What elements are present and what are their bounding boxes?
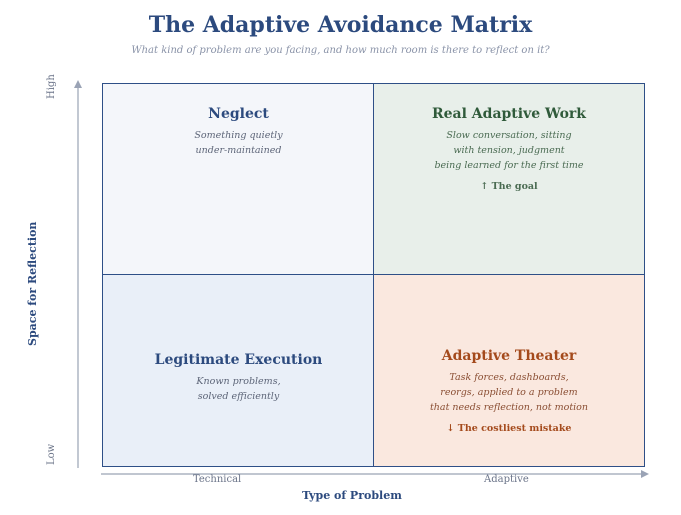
description-line: under-maintained xyxy=(195,145,282,156)
quadrant-neglect: Neglect Something quietly under-maintain… xyxy=(102,83,375,276)
goal-note: ↑ The goal xyxy=(480,181,538,192)
quadrant-description: Something quietly under-maintained xyxy=(194,128,282,158)
x-axis-adaptive-label: Adaptive xyxy=(484,474,529,485)
y-axis-arrow xyxy=(74,80,82,468)
description-line: being learned for the first time xyxy=(434,160,584,171)
warning-note: ↓ The costliest mistake xyxy=(446,423,572,434)
quadrant-adaptive-theater: Adaptive Theater Task forces, dashboards… xyxy=(373,274,645,467)
quadrant-legitimate-execution: Legitimate Execution Known problems, sol… xyxy=(102,274,375,467)
x-axis-title: Type of Problem xyxy=(302,489,402,502)
description-line: that needs reflection, not motion xyxy=(429,402,589,413)
description-line: Task forces, dashboards, xyxy=(449,372,569,383)
quadrant-description: Known problems, solved efficiently xyxy=(196,374,280,404)
description-line: Something quietly xyxy=(194,130,283,141)
y-axis-low-label: Low xyxy=(46,443,57,465)
description-line: solved efficiently xyxy=(197,391,280,402)
quadrant-real-adaptive-work: Real Adaptive Work Slow conversation, si… xyxy=(373,83,645,276)
quadrant-title: Legitimate Execution xyxy=(154,352,323,368)
y-axis-high-label: High xyxy=(46,74,57,99)
quadrant-description: Slow conversation, sitting with tension,… xyxy=(434,128,583,173)
page-title: The Adaptive Avoidance Matrix xyxy=(148,12,533,38)
description-line: with tension, judgment xyxy=(453,145,565,156)
description-line: Known problems, xyxy=(196,376,281,387)
page-subtitle: What kind of problem are you facing, and… xyxy=(131,45,550,56)
quadrant-title: Neglect xyxy=(208,106,269,122)
quadrant-title: Real Adaptive Work xyxy=(431,106,586,122)
description-line: reorgs, applied to a problem xyxy=(440,387,578,398)
x-axis-arrow xyxy=(101,470,649,478)
y-axis-title: Space for Reflection xyxy=(26,221,39,346)
quadrant-description: Task forces, dashboards, reorgs, applied… xyxy=(430,370,588,415)
description-line: Slow conversation, sitting xyxy=(446,130,572,141)
quadrant-title: Adaptive Theater xyxy=(441,348,577,364)
x-axis-technical-label: Technical xyxy=(193,474,242,485)
